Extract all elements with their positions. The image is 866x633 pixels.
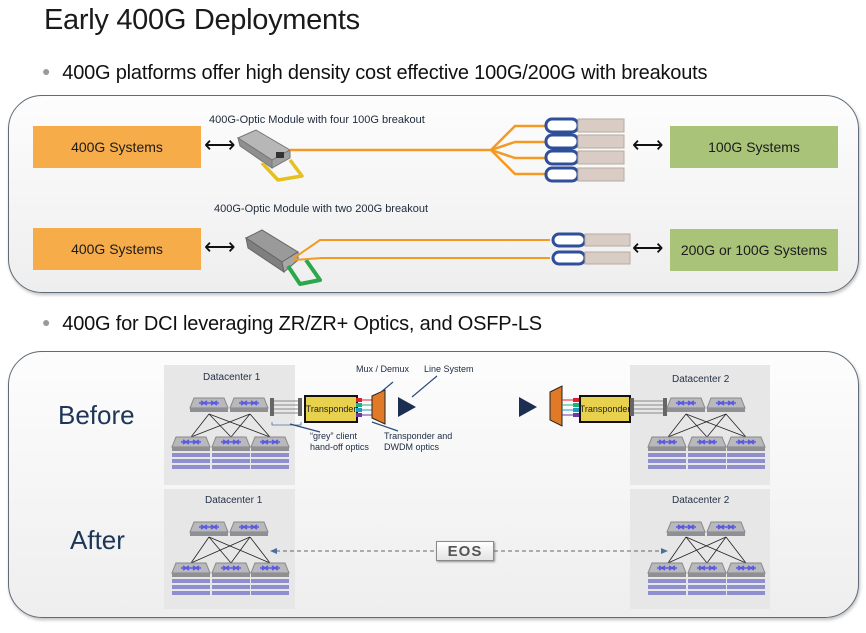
bidirectional-arrow-icon: ⟷ [204,234,236,259]
server-rack-icon [727,579,765,595]
dc2-before-topology [647,397,766,469]
grey-client-optics [630,398,667,416]
server-rack-icon [172,453,210,469]
osfp-module-icon [245,229,322,286]
spine-switch-icon [229,397,269,413]
leaf-switch-icon [647,562,687,578]
dc1-after-topology [171,521,290,595]
spine-switch-icon [706,397,746,413]
dwdm-lambdas [562,398,579,417]
bullet-dci: ● 400G for DCI leveraging ZR/ZR+ Optics, … [42,313,542,336]
eos-management-link [270,548,668,554]
bidirectional-arrow-icon: ⟷ [204,132,236,157]
line-system-label: Line System [424,364,474,374]
mux-demux-icon [549,385,563,427]
dwdm-optics-label: Transponder and DWDM optics [384,431,452,453]
dc2-after-topology [647,521,766,595]
server-rack-icon [648,579,686,595]
grey-client-optics [270,398,321,433]
spine-switch-icon [189,521,229,537]
leaf-switch-icon [250,436,290,452]
dwdm-optics-line2: DWDM optics [384,442,440,452]
qsfp-connector-icons [551,232,631,266]
spine-switch-icon [666,397,706,413]
spine-switch-icon [229,521,269,537]
system-box-200g-100g: 200G or 100G Systems [670,229,838,271]
arrowhead-right-icon [661,548,668,554]
grey-optics-line2: hand-off optics [310,442,369,452]
dwdm-optics-line1: Transponder and [384,431,453,441]
bullet-text: 400G for DCI leveraging ZR/ZR+ Optics, a… [62,313,542,335]
bullet-text: 400G platforms offer high density cost e… [62,62,708,84]
system-box-400g-row1: 400G Systems [33,126,201,168]
spine-switch-icon [189,397,229,413]
server-rack-icon [727,453,765,469]
leaf-switch-icon [211,562,251,578]
bidirectional-arrow-icon: ⟷ [632,235,664,260]
eos-badge: EOS [436,541,494,561]
datacenter-2-label: Datacenter 2 [672,495,730,506]
bidirectional-arrow-icon: ⟷ [632,132,664,157]
server-rack-icon [212,453,250,469]
spine-switch-icon [666,521,706,537]
fiber-fanout-4 [290,124,545,176]
dwdm-lambdas [356,398,399,432]
leaf-switch-icon [211,436,251,452]
leaf-switch-icon [687,562,727,578]
server-rack-icon [688,579,726,595]
server-rack-icon [212,579,250,595]
system-box-400g-row2: 400G Systems [33,228,201,270]
dc1-before-topology [171,397,290,469]
arrowhead-left-icon [270,548,277,554]
server-rack-icon [251,579,289,595]
bullet-dot: ● [42,63,51,79]
leaf-switch-icon [726,562,766,578]
system-box-100g: 100G Systems [670,126,838,168]
datacenter-1-label: Datacenter 1 [205,495,263,506]
leaf-switch-icon [726,436,766,452]
bullet-dot: ● [42,314,51,330]
qsfp-connector-icons [544,117,625,183]
module-caption-row2: 400G-Optic Module with two 200G breakout [214,203,429,215]
optic-module-icon [236,129,304,182]
server-rack-icon [172,579,210,595]
amplifier-icon [519,397,537,417]
leaf-switch-icon [250,562,290,578]
amplifier-icon [398,397,416,417]
spine-switch-icon [706,521,746,537]
fiber-fanout-2 [293,239,550,261]
phase-label-after: After [70,525,125,555]
slide-title: Early 400G Deployments [44,4,360,36]
module-caption-row1: 400G-Optic Module with four 100G breakou… [209,114,425,126]
phase-label-before: Before [58,400,135,430]
bullet-breakouts: ● 400G platforms offer high density cost … [42,62,707,85]
datacenter-1-label: Datacenter 1 [203,372,261,383]
mux-demux-icon [371,389,386,425]
server-rack-icon [648,453,686,469]
mux-demux-label: Mux / Demux [356,364,410,374]
leaf-switch-icon [687,436,727,452]
leaf-switch-icon [171,562,211,578]
leaf-switch-icon [647,436,687,452]
breakout-graphics [236,117,631,286]
leaf-switch-icon [171,436,211,452]
transponder-dc1: Transponder [304,395,358,423]
grey-optics-line1: “grey” client [310,431,358,441]
grey-optics-label: “grey” client hand-off optics [310,431,369,453]
transponder-dc2: Transponder [579,395,631,423]
server-rack-icon [251,453,289,469]
server-rack-icon [688,453,726,469]
datacenter-2-label: Datacenter 2 [672,374,730,385]
